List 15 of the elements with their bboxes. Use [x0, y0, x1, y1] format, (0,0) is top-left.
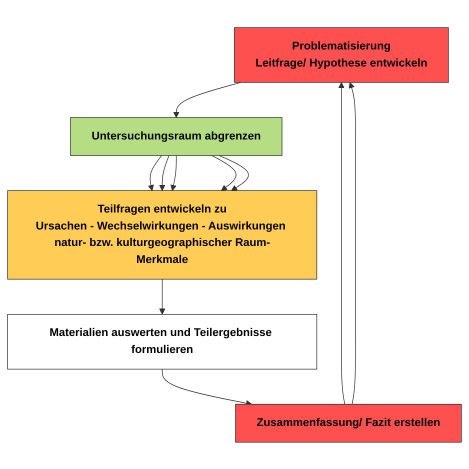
arrow: [173, 82, 242, 118]
arrow: [159, 154, 170, 190]
arrow: [159, 278, 166, 314]
node-box: Untersuchungsraum abgrenzen: [70, 116, 282, 156]
arrow: [148, 154, 162, 190]
arrow: [170, 154, 177, 190]
arrow: [338, 82, 346, 404]
arrow: [162, 368, 252, 406]
arrow: [348, 82, 356, 404]
arrow: [218, 154, 249, 190]
arrow: [212, 154, 236, 190]
node-box: Teilfragen entwickeln zu Ursachen - Wechselwirkungen - Auswirkungen natur- bzw. kulturgeographischer Raum-Merkmale: [7, 190, 318, 280]
node-box: Problematisierung Leitfrage/ Hypothese entwickeln: [234, 26, 449, 82]
node-box: Zusammenfassung/ Fazit erstellen: [235, 404, 462, 442]
node-box: Materialien auswerten und Teilergebnisse formulieren: [7, 314, 318, 370]
